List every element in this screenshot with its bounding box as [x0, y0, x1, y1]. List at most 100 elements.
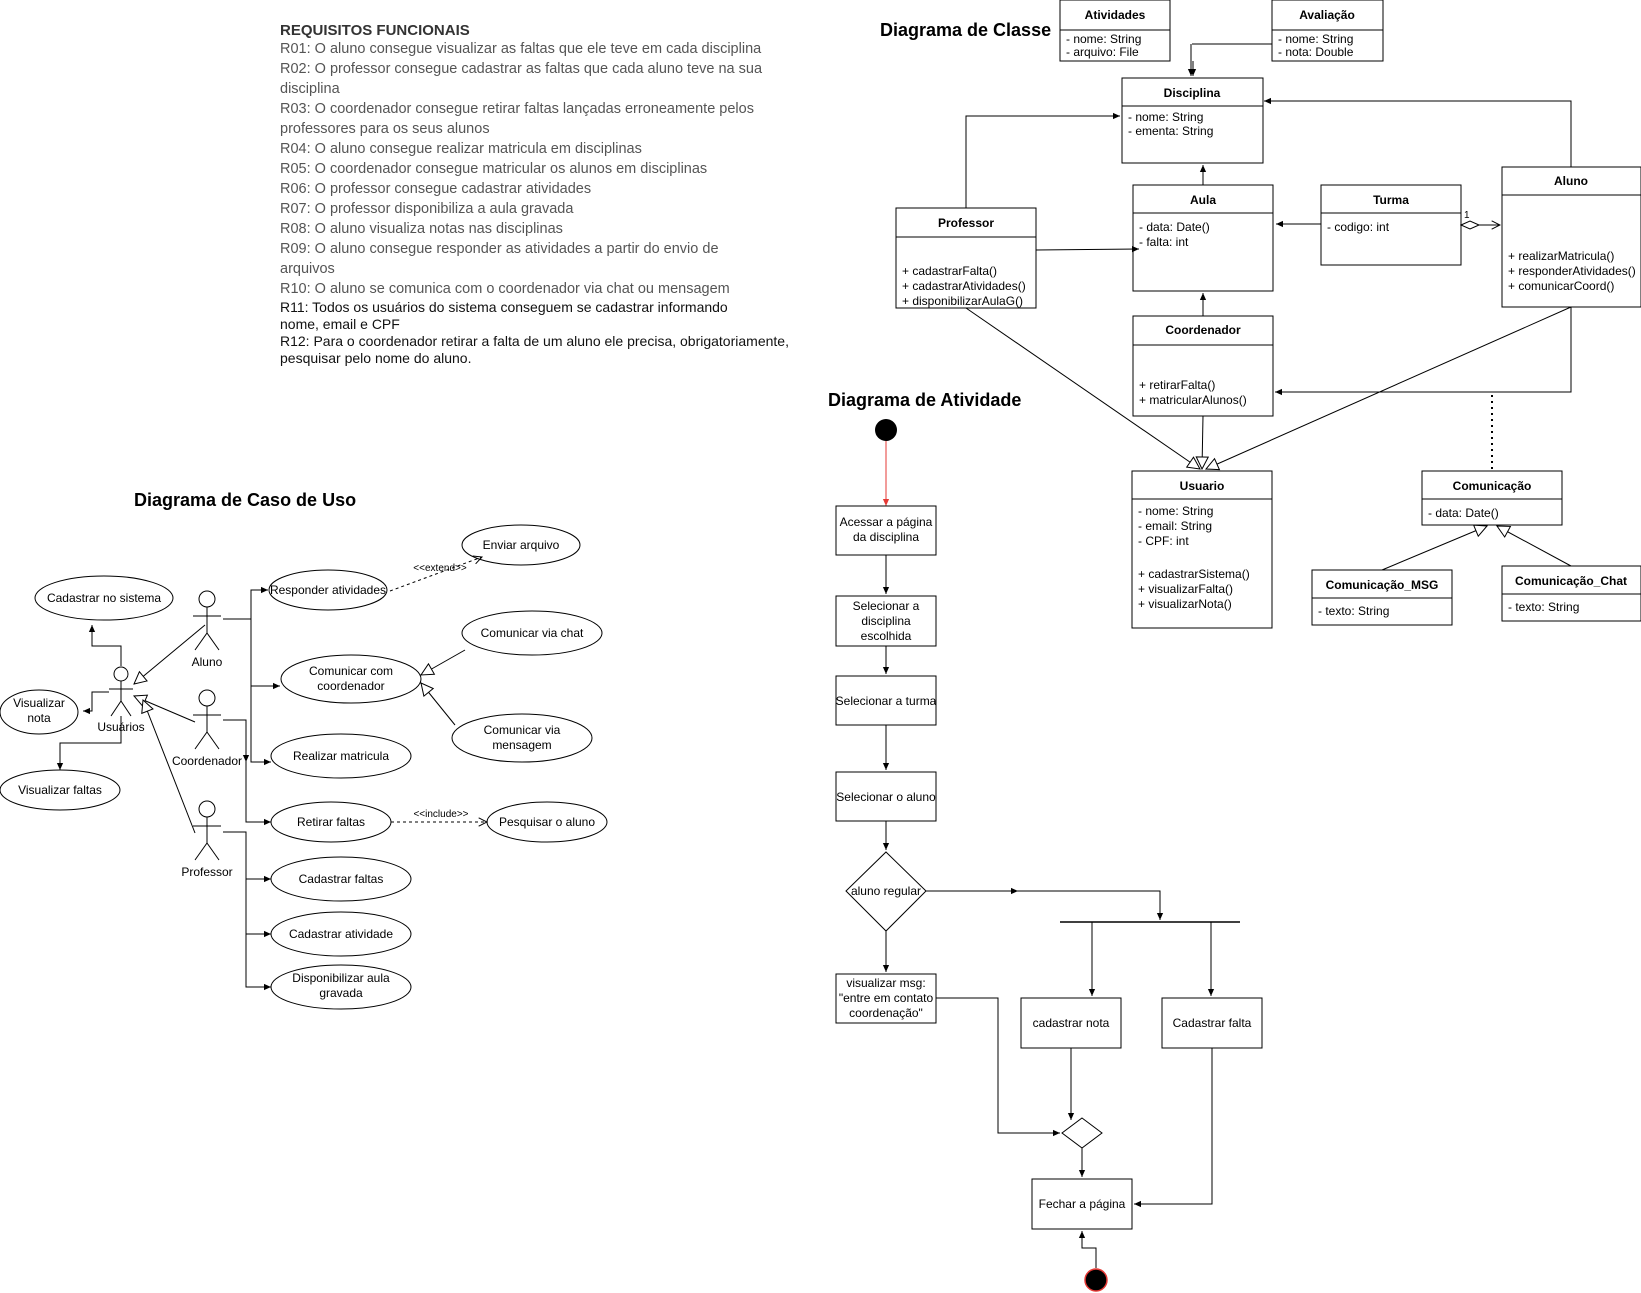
act-selecionar-turma [835, 675, 937, 726]
act-msg-label: visualizar msg: [846, 976, 925, 990]
requirement-line: arquivos [280, 261, 335, 277]
uc-realizar-matricula-label: Realizar matricula [293, 749, 389, 763]
actor-aluno-label: Aluno [192, 655, 223, 669]
uc-comunicar-msg-label-1: Comunicar via [484, 723, 561, 737]
uc-responder-atividades-label: Responder atividades [270, 583, 386, 597]
class-comunicacao-msg-name: Comunicação_MSG [1326, 578, 1439, 592]
requirement-line: R11: Todos os usuários do sistema conseg… [280, 299, 728, 315]
requirement-line: professores para os seus alunos [280, 121, 490, 137]
requirement-line: disciplina [280, 81, 340, 97]
uc-comunicar-chat [461, 610, 603, 656]
actor-coordenador-label: Coordenador [172, 754, 242, 768]
actor-aluno [193, 590, 221, 651]
class-aluno-method: + realizarMatricula() [1508, 249, 1614, 263]
class-coordenador-name: Coordenador [1165, 323, 1241, 337]
act-cadastrar-nota-label: cadastrar nota [1033, 1016, 1110, 1030]
act-cadastrar-falta [1161, 997, 1263, 1049]
act-selecionar-aluno-label: Selecionar o aluno [836, 790, 936, 804]
extend-label: <<extend>> [413, 563, 467, 574]
requirement-line: R01: O aluno consegue visualizar as falt… [280, 41, 762, 57]
class-usuario-attr: - nome: String [1138, 504, 1213, 518]
class-usuario-attr: - CPF: int [1138, 534, 1189, 548]
class-coordenador-method: + matricularAlunos() [1139, 393, 1247, 407]
requirement-line: pesquisar pelo nome do aluno. [280, 350, 472, 366]
activity-start-node [875, 419, 897, 441]
class-coordenador-method: + retirarFalta() [1139, 378, 1215, 392]
class-comunicacao [1421, 470, 1563, 526]
act-cadastrar-nota [1020, 997, 1122, 1049]
class-usuario [1131, 470, 1273, 629]
uc-pesquisar-aluno-label: Pesquisar o aluno [499, 815, 595, 829]
class-aluno-method: + comunicarCoord() [1508, 279, 1614, 293]
uc-cadastrar-atividade-label: Cadastrar atividade [289, 927, 393, 941]
act-selecionar-turma-label: Selecionar a turma [836, 694, 937, 708]
class-disciplina-attr: - ementa: String [1128, 124, 1213, 138]
act-fechar [1031, 1178, 1133, 1230]
act-acessar [835, 505, 937, 556]
requirements-title: REQUISITOS FUNCIONAIS [280, 22, 470, 39]
class-comunicacao-attr: - data: Date() [1428, 506, 1499, 520]
activity-diagram-title: Diagrama de Atividade [828, 390, 1022, 410]
class-comunicacao-chat-name: Comunicação_Chat [1515, 574, 1627, 588]
act-selecionar-disciplina-label: disciplina [861, 614, 911, 628]
act-selecionar-disciplina-label: Selecionar a [853, 599, 920, 613]
act-cadastrar-falta-label: Cadastrar falta [1173, 1016, 1252, 1030]
uc-visualizar-faltas [0, 769, 121, 811]
requirements-block: REQUISITOS FUNCIONAIS R01: O aluno conse… [280, 22, 789, 367]
class-professor-method: + disponibilizarAulaG() [902, 294, 1023, 308]
class-atividades-attr: - nome: String [1066, 32, 1141, 46]
class-comunicacao-chat-attr: - texto: String [1508, 600, 1579, 614]
class-comunicacao-msg-attr: - texto: String [1318, 604, 1389, 618]
class-usuario-method: + visualizarNota() [1138, 597, 1232, 611]
class-aula-name: Aula [1190, 193, 1216, 207]
requirement-line: nome, email e CPF [280, 316, 400, 332]
class-aluno-method: + responderAtividades() [1508, 264, 1636, 278]
act-acessar-label: da disciplina [853, 530, 919, 544]
turma-multiplicity: 1 [1464, 210, 1470, 221]
requirement-line: R03: O coordenador consegue retirar falt… [280, 101, 754, 117]
uc-cadastrar-faltas-label: Cadastrar faltas [299, 872, 384, 886]
activity-diagram: Acessar a página da disciplina Seleciona… [835, 419, 1263, 1292]
class-professor-method: + cadastrarAtividades() [902, 279, 1026, 293]
requirement-line: R07: O professor disponibiliza a aula gr… [280, 201, 574, 217]
class-disciplina [1121, 77, 1264, 164]
actor-usuarios [109, 666, 133, 717]
uc-disponibilizar-aula-label-2: gravada [319, 986, 363, 1000]
requirements-extra: R11: Todos os usuários do sistema conseg… [280, 299, 789, 367]
requirement-line: R05: O coordenador consegue matricular o… [280, 161, 708, 177]
class-comunicacao-name: Comunicação [1453, 479, 1532, 493]
class-aula [1132, 184, 1274, 292]
class-professor [895, 207, 1037, 309]
usecase-diagram: Usuários Aluno Coordenador Professor [0, 524, 608, 1010]
act-decision-label: aluno regular [851, 884, 921, 898]
actor-coordenador [193, 689, 221, 750]
uc-enviar-arquivo-label: Enviar arquivo [483, 538, 560, 552]
class-turma-name: Turma [1373, 193, 1409, 207]
class-turma-attr: - codigo: int [1327, 220, 1390, 234]
uc-comunicar-coord [280, 654, 422, 704]
requirement-line: R04: O aluno consegue realizar matricula… [280, 141, 642, 157]
act-merge [1061, 1117, 1103, 1149]
uc-comunicar-chat-label: Comunicar via chat [481, 626, 584, 640]
uc-comunicar-coord-label-2: coordenador [317, 679, 384, 693]
uc-enviar-arquivo [461, 524, 581, 566]
actor-professor-label: Professor [181, 865, 232, 879]
requirement-line: R10: O aluno se comunica com o coordenad… [280, 281, 730, 297]
uc-visualizar-faltas-label: Visualizar faltas [18, 783, 102, 797]
uc-comunicar-coord-label-1: Comunicar com [309, 664, 393, 678]
act-msg [835, 973, 937, 1024]
requirement-line: R06: O professor consegue cadastrar ativ… [280, 181, 592, 197]
usecase-diagram-title: Diagrama de Caso de Uso [134, 490, 357, 510]
requirement-line: R02: O professor consegue cadastrar as f… [280, 61, 763, 77]
uc-comunicar-msg [451, 713, 593, 763]
class-professor-name: Professor [938, 216, 994, 230]
class-aula-attr: - data: Date() [1139, 220, 1210, 234]
uc-comunicar-msg-label-2: mensagem [492, 738, 551, 752]
activity-end-node [1084, 1268, 1108, 1292]
class-avaliacao-name: Avaliação [1299, 8, 1355, 22]
class-aluno [1501, 166, 1641, 308]
class-atividades-attr: - arquivo: File [1066, 45, 1139, 59]
requirement-line: R09: O aluno consegue responder as ativi… [280, 241, 719, 257]
class-professor-method: + cadastrarFalta() [902, 264, 997, 278]
